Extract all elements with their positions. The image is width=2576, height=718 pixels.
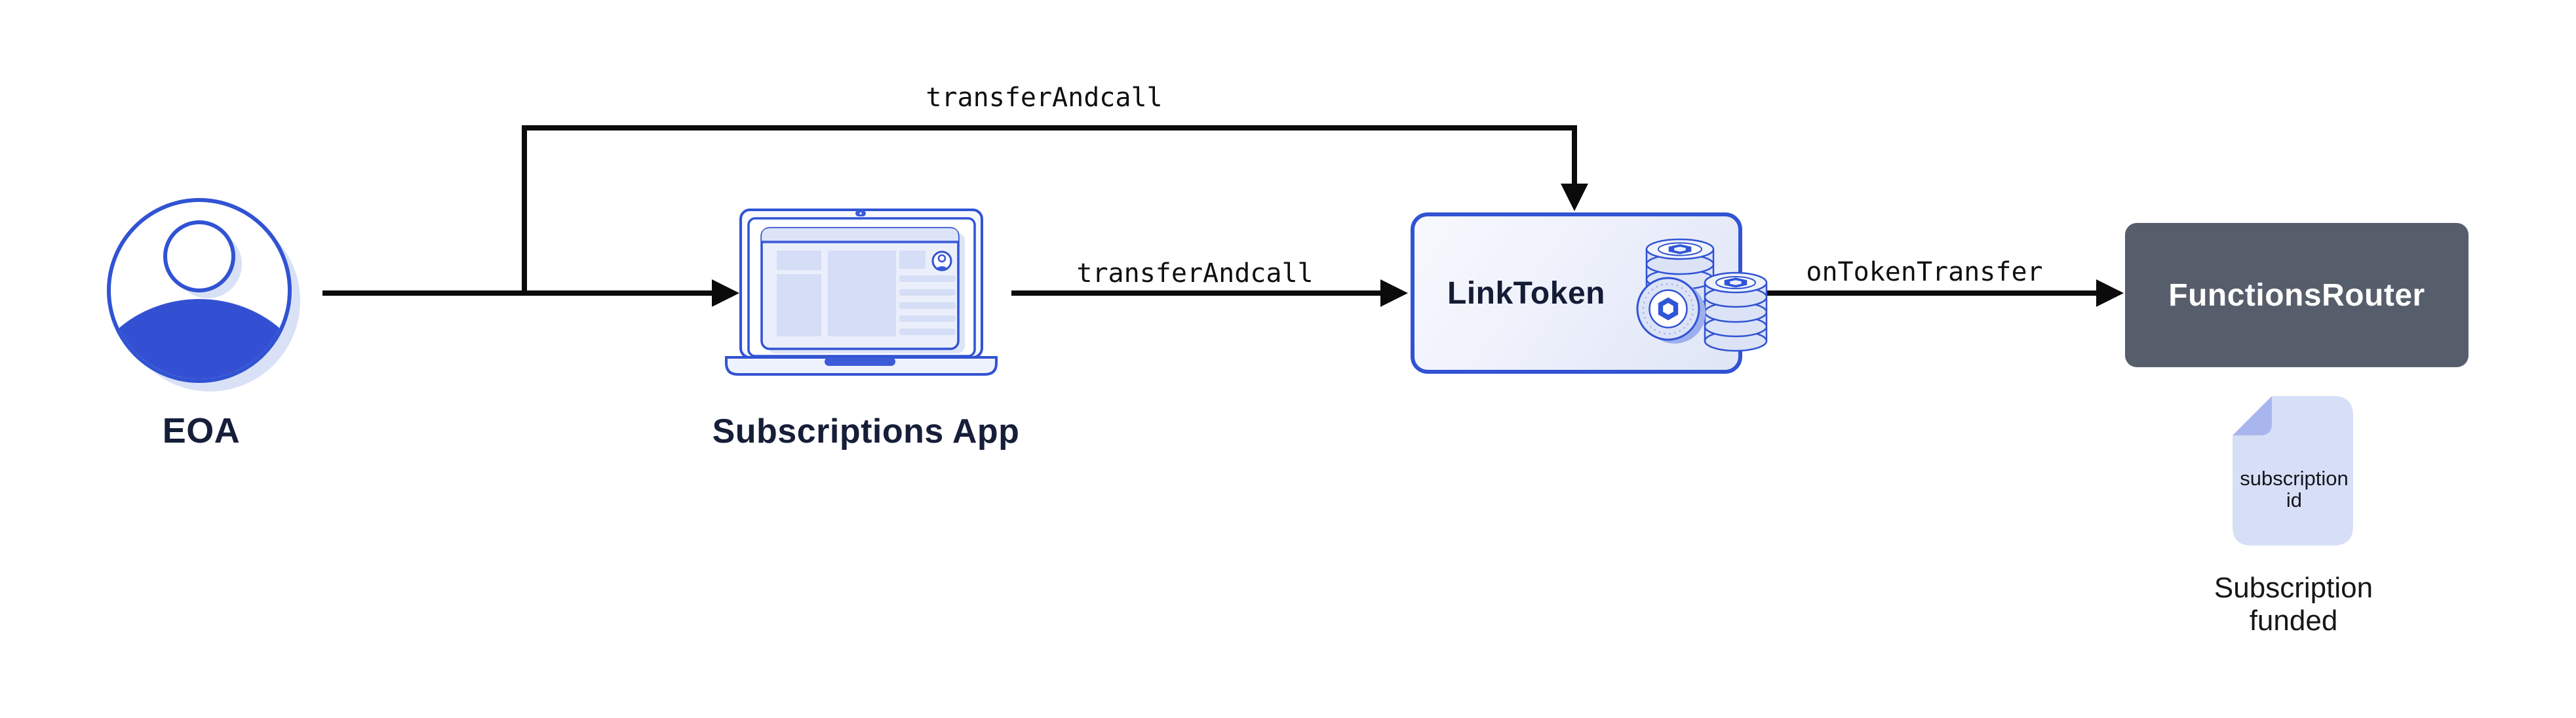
eoa-label: EOA [162,411,241,450]
user-avatar-icon [931,250,952,271]
subscriptions-app-label: Subscriptions App [712,412,1020,450]
coin-stack-icon [1636,238,1768,352]
text-line [899,315,956,322]
edge-label-ontokentransfer: onTokenTransfer [1806,257,2043,287]
sidebar-block [777,274,821,336]
caption-line1: Subscription [2214,572,2373,604]
caption-line2: funded [2249,605,2338,637]
document-icon: subscription id [2233,396,2353,546]
person-avatar-icon [107,198,300,391]
text-line [899,302,956,309]
text-line [899,329,956,335]
functions-router-label: FunctionsRouter [2168,277,2425,313]
arrowhead-into-linktoken-top [1561,184,1588,211]
text-line [899,275,956,282]
text-line [899,289,956,296]
linktoken-label: LinkToken [1447,275,1605,311]
subscription-funded-caption: Subscription funded [2214,572,2373,637]
edge-label-transferandcall-top: transferAndcall [926,83,1163,113]
arrowhead-into-linktoken-left [1380,279,1408,307]
subscription-id-line2: id [2286,489,2302,511]
laptop-icon [725,209,998,376]
arrowhead-into-app [712,279,739,307]
content-block [828,250,896,336]
edge-label-transferandcall-mid: transferAndcall [1076,258,1314,289]
page-fold [2233,396,2272,435]
laptop-notch [825,357,895,366]
app-titlebar [762,228,958,241]
arrow-branch-to-linktoken [522,125,1577,293]
functions-router-node: FunctionsRouter [2125,223,2469,367]
arrowhead-into-router [2096,279,2124,307]
widget-block [899,250,926,269]
sidebar-block [777,250,821,270]
subscription-id-line1: subscription [2240,467,2348,490]
